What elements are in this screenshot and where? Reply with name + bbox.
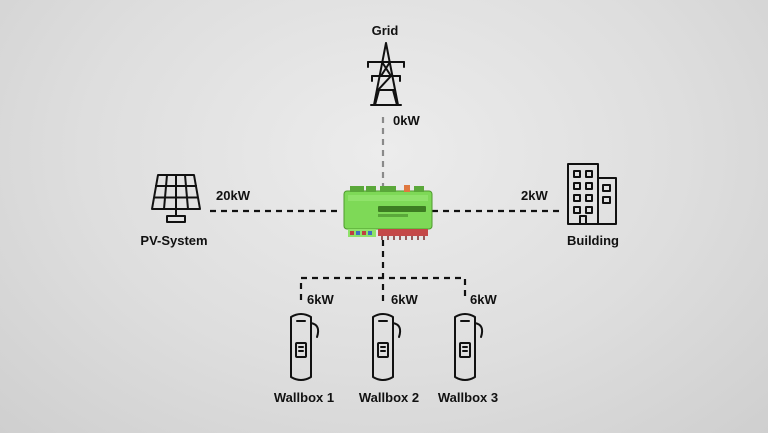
wallbox-2-label: Wallbox 2 bbox=[358, 390, 420, 405]
pv-label: PV-System bbox=[140, 233, 208, 248]
connection-lines bbox=[210, 117, 560, 305]
power-pylon-icon bbox=[367, 42, 405, 106]
controller-module-icon bbox=[343, 185, 433, 240]
building-flow-value: 2kW bbox=[521, 188, 548, 203]
wallbox-1-flow-value: 6kW bbox=[307, 292, 334, 307]
ev-charger-icon bbox=[372, 313, 402, 381]
grid-label: Grid bbox=[371, 23, 399, 38]
wallbox-3-flow-value: 6kW bbox=[470, 292, 497, 307]
ev-charger-icon bbox=[290, 313, 320, 381]
solar-panel-icon bbox=[151, 174, 201, 223]
building-icon bbox=[567, 163, 617, 225]
wallbox-1-label: Wallbox 1 bbox=[273, 390, 335, 405]
wallbox-2-flow-value: 6kW bbox=[391, 292, 418, 307]
pv-flow-value: 20kW bbox=[216, 188, 250, 203]
ev-charger-icon bbox=[454, 313, 484, 381]
grid-flow-value: 0kW bbox=[393, 113, 420, 128]
wallbox-bus-line bbox=[299, 276, 467, 300]
building-label: Building bbox=[567, 233, 619, 248]
wallbox-3-label: Wallbox 3 bbox=[437, 390, 499, 405]
